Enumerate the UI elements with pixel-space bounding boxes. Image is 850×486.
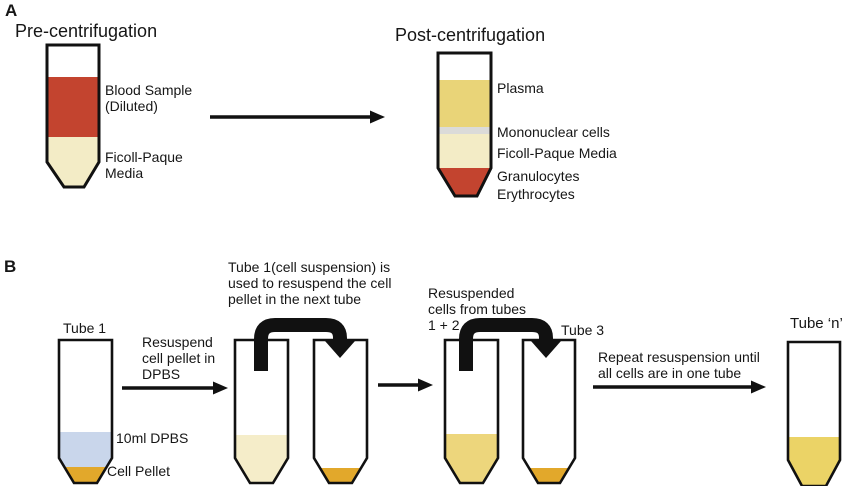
pour-arrow-head-icon bbox=[531, 341, 561, 358]
ficoll-media-label-pre: Ficoll-Paque Media bbox=[105, 149, 183, 182]
arrow-head-icon bbox=[213, 381, 228, 395]
ficoll-media-label-post: Ficoll-Paque Media bbox=[497, 145, 617, 161]
air-layer bbox=[47, 45, 99, 77]
centrifugation-arrow bbox=[210, 110, 385, 124]
air-layer bbox=[314, 340, 367, 468]
air-layer bbox=[788, 342, 840, 437]
arrow-head-icon bbox=[418, 378, 433, 392]
cell-suspension-layer bbox=[445, 434, 498, 483]
air-layer bbox=[523, 340, 575, 468]
resuspend-arrow-label: Resuspend cell pellet in DPBS bbox=[142, 334, 216, 383]
tube-2-target bbox=[312, 338, 369, 485]
post-centrifugation-title: Post-centrifugation bbox=[395, 25, 546, 45]
tube-1 bbox=[57, 338, 114, 485]
tube-1-2-source bbox=[443, 338, 500, 485]
repeat-arrow-label: Repeat resuspension until all cells are … bbox=[598, 349, 760, 382]
arrow-head-icon bbox=[370, 110, 385, 124]
tube-3-label: Tube 3 bbox=[561, 322, 605, 338]
tube-n bbox=[786, 340, 842, 486]
pour-arrow-head-icon bbox=[325, 341, 355, 358]
blood-sample-label: Blood Sample (Diluted) bbox=[105, 82, 193, 115]
tube-n-label: Tube ‘n’ bbox=[790, 315, 843, 332]
ficoll-media-layer bbox=[438, 134, 491, 168]
cell-suspension-layer bbox=[235, 435, 288, 483]
ficoll-media-layer bbox=[47, 137, 99, 187]
repeat-arrow bbox=[593, 380, 766, 394]
mononuclear-cells-label: Mononuclear cells bbox=[497, 124, 610, 140]
pre-centrifugation-title: Pre-centrifugation bbox=[15, 21, 158, 41]
blood-sample-layer bbox=[47, 77, 99, 137]
post-centrifugation-tube bbox=[436, 51, 493, 198]
pre-centrifugation-tube bbox=[45, 43, 101, 189]
panel-b-tag: B bbox=[4, 257, 17, 276]
mononuclear-layer bbox=[438, 127, 491, 134]
pooled-cells-layer bbox=[788, 437, 840, 486]
resuspend-arrow bbox=[122, 381, 228, 395]
transfer-2-caption: Resuspended cells from tubes 1 + 2 bbox=[428, 285, 527, 334]
tube-2-source bbox=[233, 338, 290, 485]
pour-arrow-1 bbox=[254, 318, 355, 371]
transfer-1-caption: Tube 1(cell suspension) is used to resus… bbox=[228, 259, 392, 308]
tube-1-label: Tube 1 bbox=[63, 320, 107, 336]
pour-arrow-2 bbox=[459, 318, 561, 371]
panel-a-tag: A bbox=[5, 1, 18, 20]
dpbs-volume-label: 10ml DPBS bbox=[116, 430, 189, 446]
plasma-label: Plasma bbox=[497, 80, 544, 96]
granulocytes-erythrocytes-label: Granulocytes Erythrocytes bbox=[497, 168, 580, 203]
dpbs-layer bbox=[59, 432, 112, 467]
next-step-arrow bbox=[378, 378, 433, 392]
arrow-head-icon bbox=[751, 380, 766, 394]
air-layer bbox=[438, 53, 491, 80]
tube-3-target bbox=[521, 338, 577, 485]
air-layer bbox=[59, 340, 112, 432]
plasma-layer bbox=[438, 80, 491, 127]
cell-pellet-label: Cell Pellet bbox=[107, 463, 171, 479]
